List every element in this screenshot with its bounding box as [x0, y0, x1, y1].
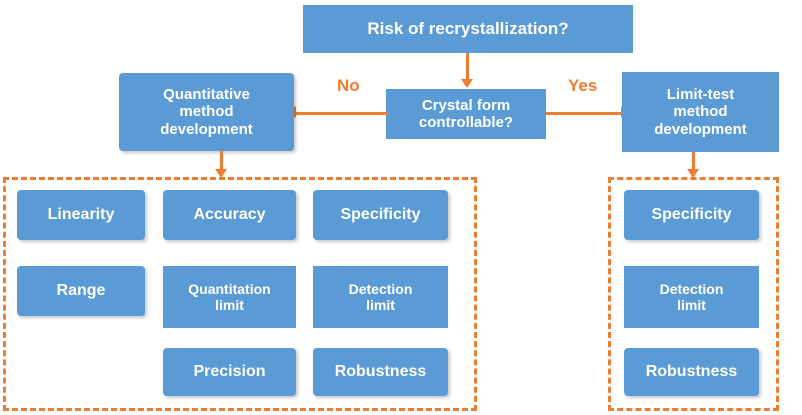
node-label: Precision — [193, 362, 266, 380]
arrowhead-top-to-decision — [461, 79, 473, 88]
connector-left-branch-to-group — [220, 151, 223, 170]
node-label: Specificity — [651, 205, 732, 223]
node-right-specificity[interactable]: Specificity — [624, 190, 759, 240]
group-limit-test-validation-parameters — [608, 177, 779, 411]
node-left-range[interactable]: Range — [17, 266, 145, 316]
node-left-specificity[interactable]: Specificity — [313, 190, 448, 240]
node-label-line2: method — [179, 103, 234, 121]
connector-right-branch-to-group — [692, 152, 695, 170]
node-label-line1: Crystal form — [421, 96, 511, 114]
node-label-line2: method — [673, 103, 728, 121]
node-left-detection-limit[interactable]: Detection limit — [313, 266, 448, 328]
node-label-line2: controllable? — [418, 114, 514, 131]
arrowhead-right-branch-to-group — [687, 169, 699, 178]
connector-top-to-decision — [466, 53, 469, 80]
node-left-accuracy[interactable]: Accuracy — [163, 190, 296, 240]
node-label: Specificity — [340, 205, 421, 223]
node-label-line1: Detection — [348, 280, 413, 297]
node-label: Robustness — [334, 362, 427, 380]
node-label-line1: Limit-test — [666, 86, 735, 104]
connector-no-branch — [296, 112, 388, 115]
group-quantitative-validation-parameters — [3, 177, 477, 411]
arrowhead-left-branch-to-group — [215, 169, 227, 178]
node-label-line2: limit — [215, 297, 244, 313]
node-label-line3: development — [654, 120, 747, 138]
connector-yes-branch — [546, 112, 622, 115]
node-label-line2: limit — [677, 297, 706, 313]
node-left-precision[interactable]: Precision — [163, 348, 296, 396]
node-label-line3: development — [160, 120, 253, 138]
node-label: Robustness — [645, 362, 738, 380]
edge-label-no: No — [337, 76, 360, 95]
node-left-quantitation-limit[interactable]: Quantitation limit — [163, 266, 296, 328]
node-crystal-form-controllable[interactable]: Crystal form controllable? — [386, 89, 546, 139]
node-label: Linearity — [47, 205, 115, 223]
node-left-linearity[interactable]: Linearity — [17, 190, 145, 240]
node-right-detection-limit[interactable]: Detection limit — [624, 266, 759, 328]
node-label: Range — [56, 281, 106, 299]
node-label-line2: limit — [366, 297, 395, 313]
node-quantitative-method-development[interactable]: Quantitative method development — [119, 73, 294, 151]
node-limit-test-method-development[interactable]: Limit-test method development — [622, 72, 779, 152]
node-left-robustness[interactable]: Robustness — [313, 348, 448, 396]
node-label: Risk of recrystallization? — [367, 19, 569, 39]
node-label: Accuracy — [193, 205, 266, 223]
node-risk-of-recrystallization[interactable]: Risk of recrystallization? — [303, 5, 633, 53]
node-right-robustness[interactable]: Robustness — [624, 348, 759, 396]
node-label-line1: Quantitative — [163, 86, 250, 104]
edge-label-yes: Yes — [568, 76, 598, 95]
node-label-line1: Detection — [659, 280, 724, 297]
node-label-line1: Quantitation — [188, 280, 271, 297]
